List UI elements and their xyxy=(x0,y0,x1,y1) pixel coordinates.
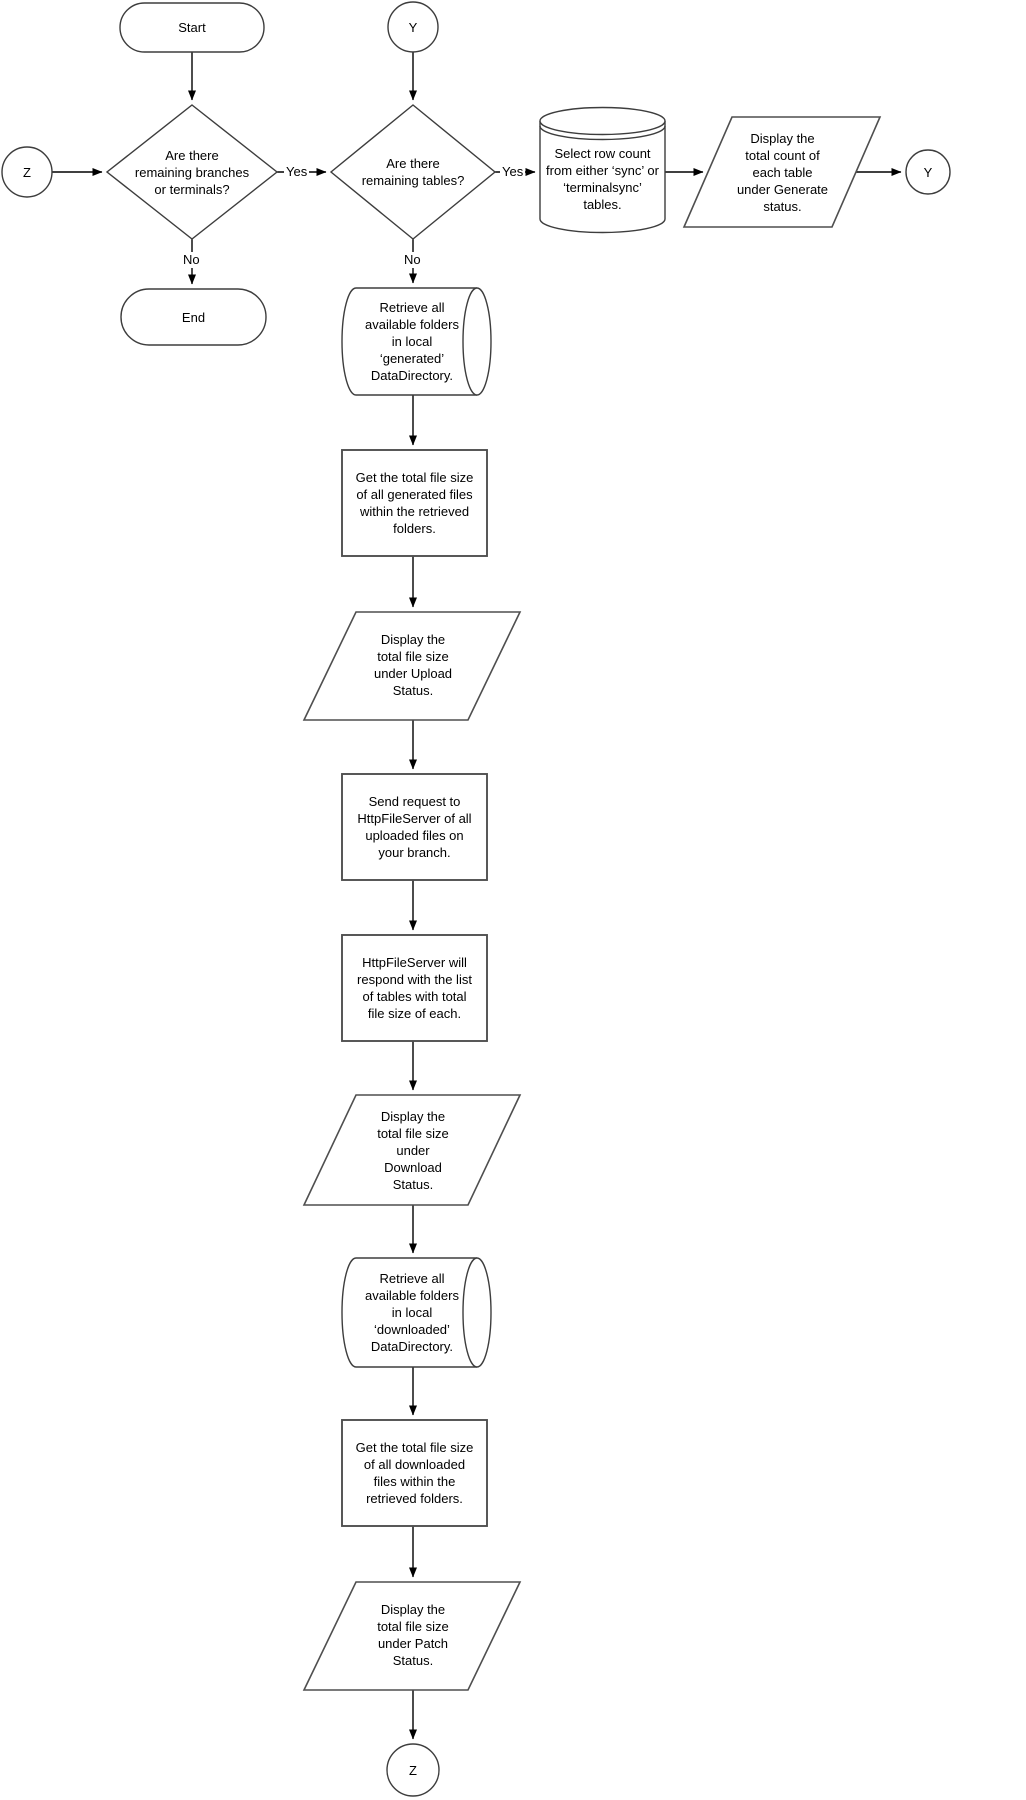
display-patch-parallelogram xyxy=(302,1581,522,1691)
get-size-downloaded-rect xyxy=(341,1419,488,1527)
shapes xyxy=(1,1,951,1797)
edge-label-branches-yes: Yes xyxy=(284,164,310,180)
start-terminator-shape xyxy=(119,2,265,53)
database-cylinder-rim xyxy=(539,125,666,141)
database-cylinder-top xyxy=(539,106,666,136)
end-terminator-shape xyxy=(120,288,267,346)
decision-tables-diamond xyxy=(329,104,497,240)
storage-generated-end xyxy=(462,287,492,396)
connector-y-top-shape xyxy=(387,1,439,53)
connector-y-right-shape xyxy=(905,149,951,195)
server-response-rect xyxy=(341,934,488,1042)
storage-generated-body xyxy=(341,287,477,396)
get-size-generated-rect xyxy=(341,449,488,557)
database-cylinder-body xyxy=(539,121,666,234)
display-upload-parallelogram xyxy=(302,611,522,721)
edge-label-branches-no: No xyxy=(181,252,202,268)
decision-branches-diamond xyxy=(105,104,279,240)
display-generate-parallelogram xyxy=(682,116,882,228)
edge-label-tables-yes: Yes xyxy=(500,164,526,180)
storage-downloaded-body xyxy=(341,1257,477,1368)
connector-z-bottom-shape xyxy=(386,1743,440,1797)
edge-label-tables-no: No xyxy=(402,252,423,268)
storage-downloaded-end xyxy=(462,1257,492,1368)
connector-z-left-shape xyxy=(1,146,53,198)
display-download-parallelogram xyxy=(302,1094,522,1206)
edges xyxy=(52,52,902,1740)
send-request-rect xyxy=(341,773,488,881)
